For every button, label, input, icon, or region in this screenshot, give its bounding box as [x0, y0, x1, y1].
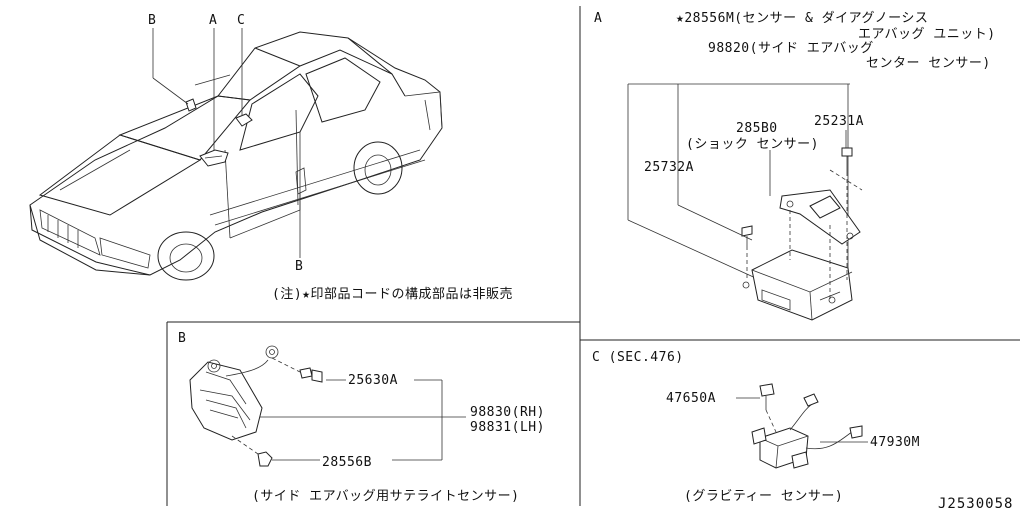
non-sale-note: (注)★印部品コードの構成部品は非販売 [272, 286, 513, 302]
panel-c-parts [751, 383, 863, 469]
part-47930m-label: 47930M [870, 435, 920, 450]
panel-c-title: C (SEC.476) [592, 350, 684, 365]
panel-b-parts [189, 345, 323, 467]
panel-a-leaders [627, 83, 850, 296]
part-285b0-name: (ショック センサー) [686, 137, 819, 152]
panel-b-leaders [250, 379, 466, 461]
panel-borders [166, 6, 1020, 506]
callout-a-label: A [209, 13, 217, 28]
part-25231a-label: 25231A [814, 114, 864, 129]
car-illustration [29, 31, 443, 281]
callout-c-label: C [237, 13, 245, 28]
part-28556m-line1: ★28556M(センサー & ダイアグノーシス [676, 11, 928, 26]
part-98820-line2: センター センサー) [866, 56, 991, 71]
callout-b-label: B [148, 13, 156, 28]
part-25732a-label: 25732A [644, 160, 694, 175]
part-98831-label: 98831(LH) [470, 420, 545, 435]
panel-c-caption: (グラビティー センサー) [684, 489, 843, 504]
panel-b-caption: (サイド エアバッグ用サテライトセンサー) [252, 489, 519, 504]
panel-b-letter: B [178, 331, 186, 346]
part-285b0-label: 285B0 [736, 121, 778, 136]
part-25630a-label: 25630A [348, 373, 398, 388]
part-98820-line1: 98820(サイド エアバッグ [708, 41, 874, 56]
part-47650a-label: 47650A [666, 391, 716, 406]
panel-a-parts [741, 147, 863, 321]
drawing-code: J2530058 [938, 496, 1013, 512]
car-callouts [152, 28, 301, 258]
panel-a-letter: A [594, 11, 602, 26]
panel-c-leaders [736, 397, 868, 443]
part-28556b-label: 28556B [322, 455, 372, 470]
part-98830-label: 98830(RH) [470, 405, 545, 420]
part-28556m-line2: エアバッグ ユニット) [858, 27, 996, 42]
callout-b-door-label: B [295, 259, 303, 274]
